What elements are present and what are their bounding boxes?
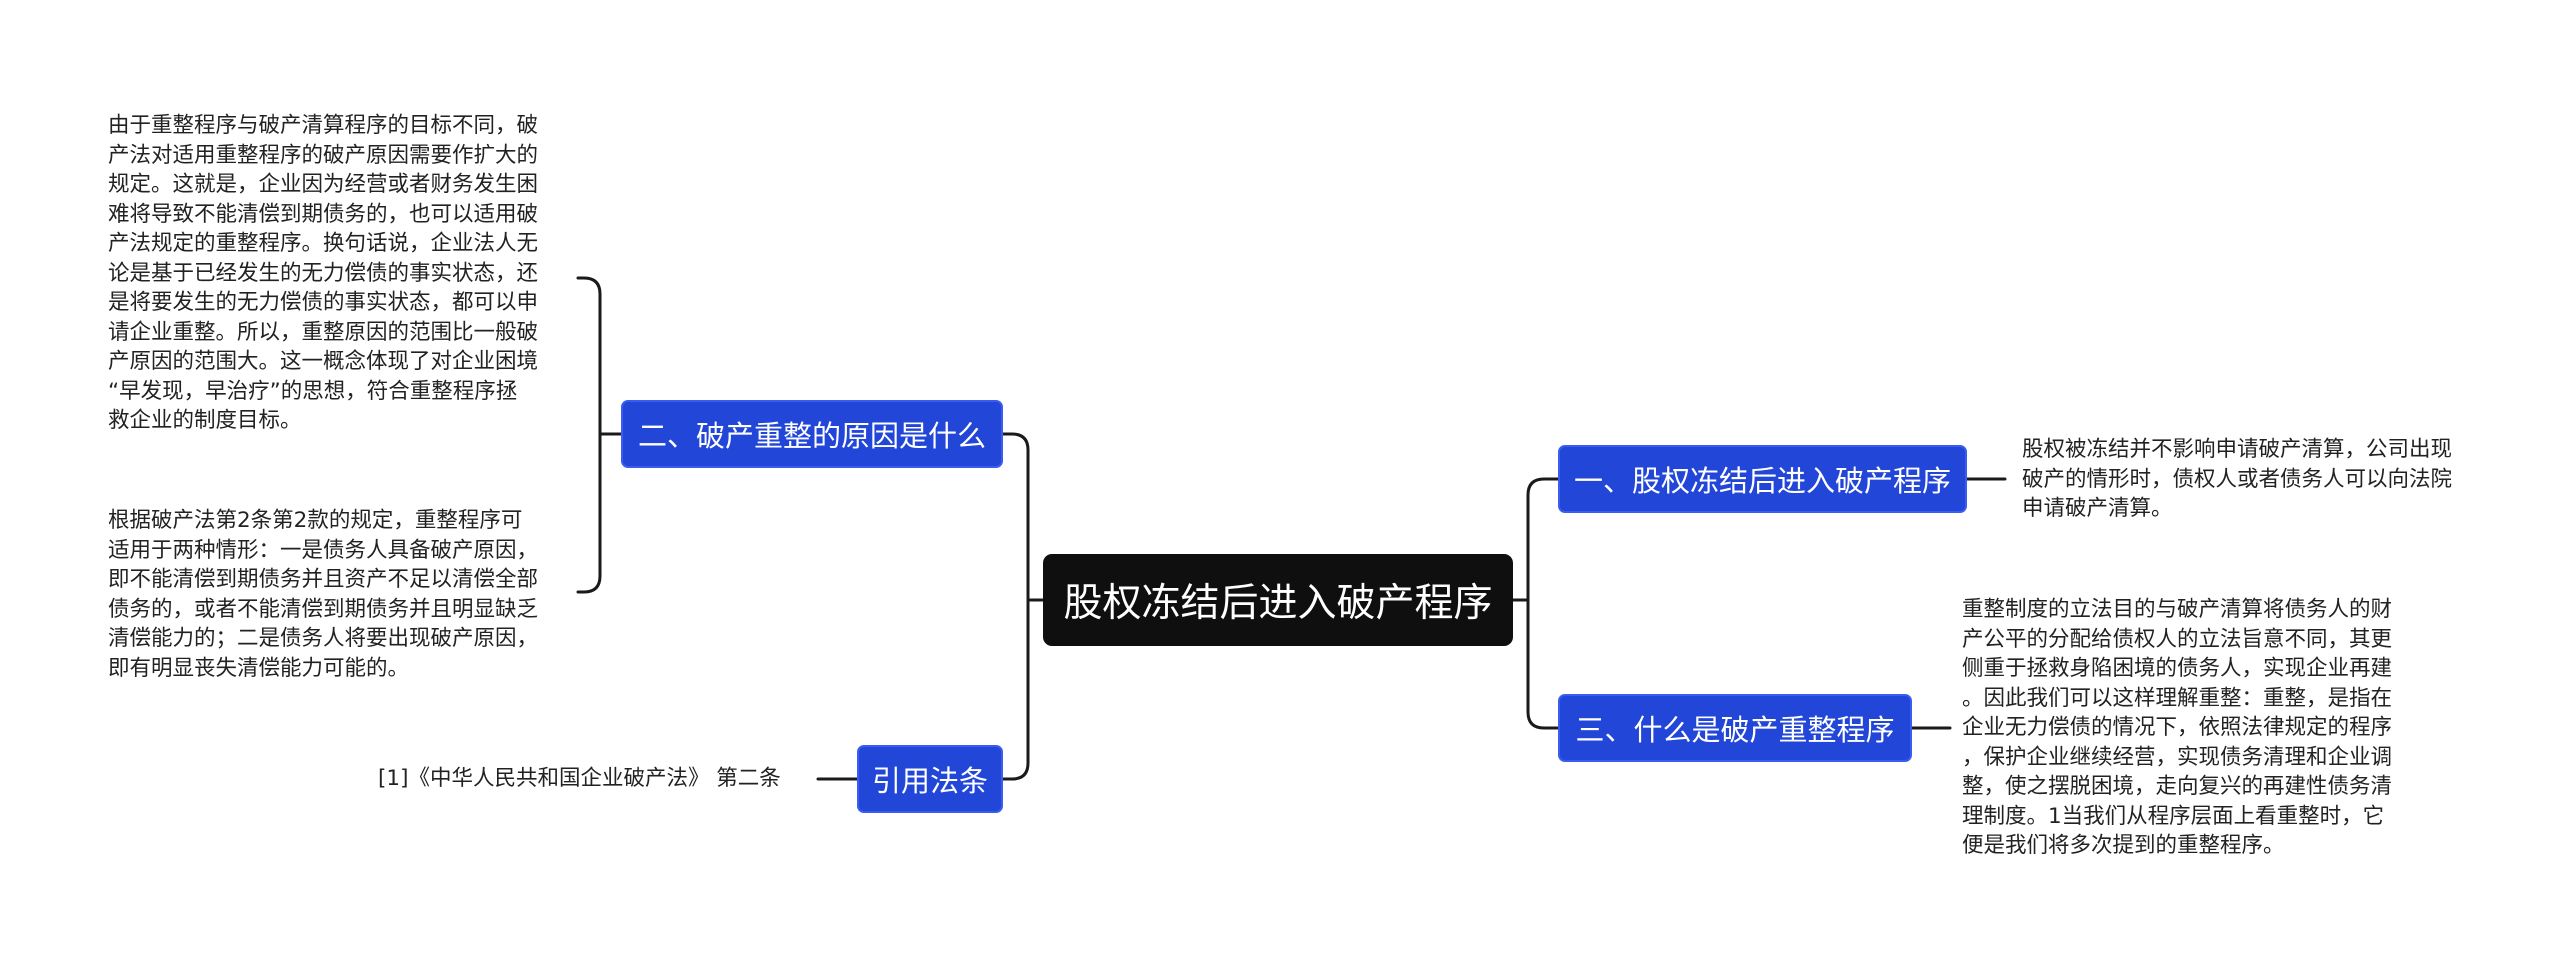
note-b2-law: 根据破产法第2条第2款的规定，重整程序可 适用于两种情形：一是债务人具备破产原因… bbox=[108, 508, 539, 681]
connector-root-left bbox=[1001, 432, 1045, 781]
branch-node-4[interactable]: 引用法条 bbox=[857, 745, 1003, 813]
branch-label: 二、破产重整的原因是什么 bbox=[637, 419, 986, 453]
branch-node-3[interactable]: 三、什么是破产重整程序 bbox=[1558, 694, 1912, 762]
root-label: 股权冻结后进入破产程序 bbox=[1063, 581, 1493, 626]
note-b4-law: [1]《中华人民共和国企业破产法》 第二条 bbox=[378, 766, 781, 791]
connector-root-right bbox=[1511, 477, 1560, 730]
branch-node-1[interactable]: 一、股权冻结后进入破产程序 bbox=[1558, 445, 1967, 513]
note-b1: 股权被冻结并不影响申请破产清算，公司出现 破产的情形时，债权人或者债务人可以向法… bbox=[2022, 437, 2453, 521]
note-b3: 重整制度的立法目的与破产清算将债务人的财 产公平的分配给债权人的立法旨意不同，其… bbox=[1962, 597, 2393, 858]
root-node[interactable]: 股权冻结后进入破产程序 bbox=[1043, 554, 1513, 646]
note-b2-reason: 由于重整程序与破产清算程序的目标不同，破 产法对适用重整程序的破产原因需要作扩大… bbox=[108, 113, 539, 433]
branch-label: 引用法条 bbox=[871, 764, 988, 798]
connector-b2-notes bbox=[576, 276, 623, 594]
branch-label: 一、股权冻结后进入破产程序 bbox=[1573, 464, 1951, 498]
branch-node-2[interactable]: 二、破产重整的原因是什么 bbox=[621, 400, 1003, 468]
branch-label: 三、什么是破产重整程序 bbox=[1575, 713, 1895, 747]
